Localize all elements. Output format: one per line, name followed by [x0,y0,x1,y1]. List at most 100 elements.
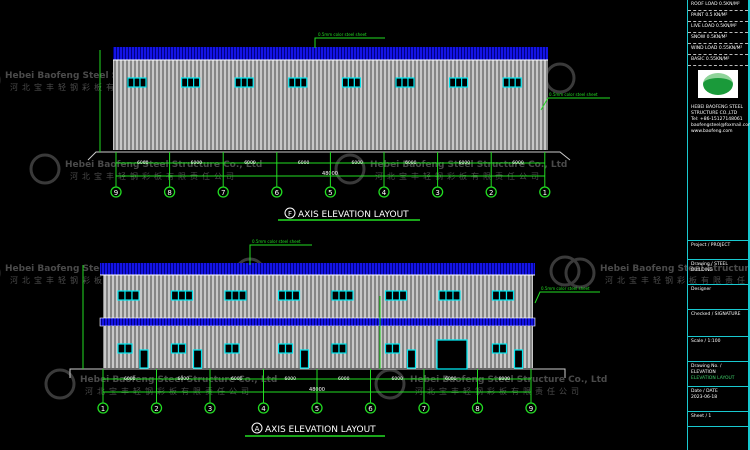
window [124,290,133,301]
axis-bubble [431,186,444,198]
upper-wall-cladding [103,275,533,318]
window [353,77,361,88]
window [514,77,522,88]
axis-bubble [525,402,537,414]
watermark-text: Hebei Baofeng Steel Structure Co., Ltd [80,375,277,385]
bay-dimension: 6000 [405,160,417,166]
window [491,290,501,301]
company-logo [698,70,738,98]
company-web: www.baofeng.com [691,129,733,134]
axis-bubble [150,402,163,414]
window [498,290,508,301]
axis-bubble [418,402,430,414]
window [234,77,242,88]
date-value: 2023-06-18 [691,395,718,400]
wall-leader [540,97,610,111]
watermark-logo-icon [544,62,576,94]
bay-dimension: 6000 [191,160,203,166]
axis-label: 4 [382,189,387,197]
window [384,343,394,354]
axis-bubble [539,186,551,198]
window [277,343,287,354]
axis-label: 7 [221,189,225,197]
window [184,290,194,301]
top-elevation: 0.5mm color steel sheet 0.5mm color stee… [87,32,610,221]
axis-label: 8 [475,405,479,413]
watermark-text-cn: 河北宝丰轻钢彩板有限责任公司 [605,275,750,285]
axis-label: 4 [261,405,266,413]
window [452,290,461,301]
axis-bubble [471,402,484,414]
bay-dimension: 6000 [338,376,350,382]
window [231,343,240,354]
note: BASIC 0.55KN/M² [688,55,748,66]
axis-bubble [324,186,337,198]
window [300,77,308,88]
window [284,343,294,354]
roof-band [113,47,548,60]
axis-label: 6 [275,189,280,197]
window [224,343,233,354]
watermark-text: Hebei Baofeng Steel Structure Co., Ltd [410,375,607,385]
designer-row: Designer [688,285,748,310]
axis-label: 8 [167,189,171,197]
window [288,77,296,88]
axis-label: 2 [489,189,493,197]
project-row: Project / PROJECT [688,241,748,260]
axis-label: 7 [422,405,426,413]
bay-dimension: 6000 [445,376,457,382]
wall-note: 0.5mm color steel sheet [541,286,590,291]
window [291,290,301,301]
bay-dimension: 6000 [285,376,297,382]
window [331,290,340,301]
drawing-no: Drawing No. / ELEVATION [691,364,722,375]
main-entrance-door [436,339,468,370]
lower-wall-cladding [103,326,533,368]
window [187,77,195,88]
axis-label: 1 [543,189,547,197]
watermark-text-cn: 河北宝丰轻钢彩板有限责任公司 [85,386,253,396]
window [347,77,355,88]
window [461,77,469,88]
roof-leader [249,244,312,265]
axis-marker: A [255,425,260,433]
watermark-text: Hebei Baofeng Steel Structure Co., Ltd [370,160,567,170]
bay-dimension: 6000 [244,160,256,166]
window [384,290,394,301]
axis-label: 1 [101,405,105,413]
window [284,290,294,301]
window [338,343,347,354]
window [455,77,463,88]
window [170,290,180,301]
window [391,290,401,301]
window [401,77,409,88]
window [445,290,454,301]
window [124,343,133,354]
wall-cladding [113,60,548,150]
window [177,343,187,354]
watermark-logo-icon [29,153,61,185]
drawing-row: Drawing / STEEL BUILDING [688,260,748,285]
note: WIND LOAD 0.55KN/M² [688,44,748,55]
axis-marker: F [288,210,292,218]
watermark-logo-icon [334,153,366,185]
note: ROOF LOAD 0.5KN/M² [688,0,748,11]
note: PAINT 0.5 KN/M² [688,11,748,22]
ground-line [87,151,571,161]
window [398,290,408,301]
axis-bubble [311,402,323,414]
watermark-logo-icon [44,368,76,400]
bay-dimension: 6000 [298,160,310,166]
axis-label: 3 [435,189,439,197]
window [294,77,302,88]
door [406,349,417,369]
watermark-text-cn: 河北宝丰轻钢彩板有限责任公司 [10,275,178,285]
axis-bubble [217,186,229,198]
window [345,290,354,301]
bottom-elevation: 0.5mm color steel sheet 0.5mm color stee… [69,239,600,437]
watermark-logo-icon [549,255,581,287]
watermark-text: Hebei Baofeng Steel Structure Co., Ltd [65,160,262,170]
window [193,77,201,88]
door [299,349,310,369]
